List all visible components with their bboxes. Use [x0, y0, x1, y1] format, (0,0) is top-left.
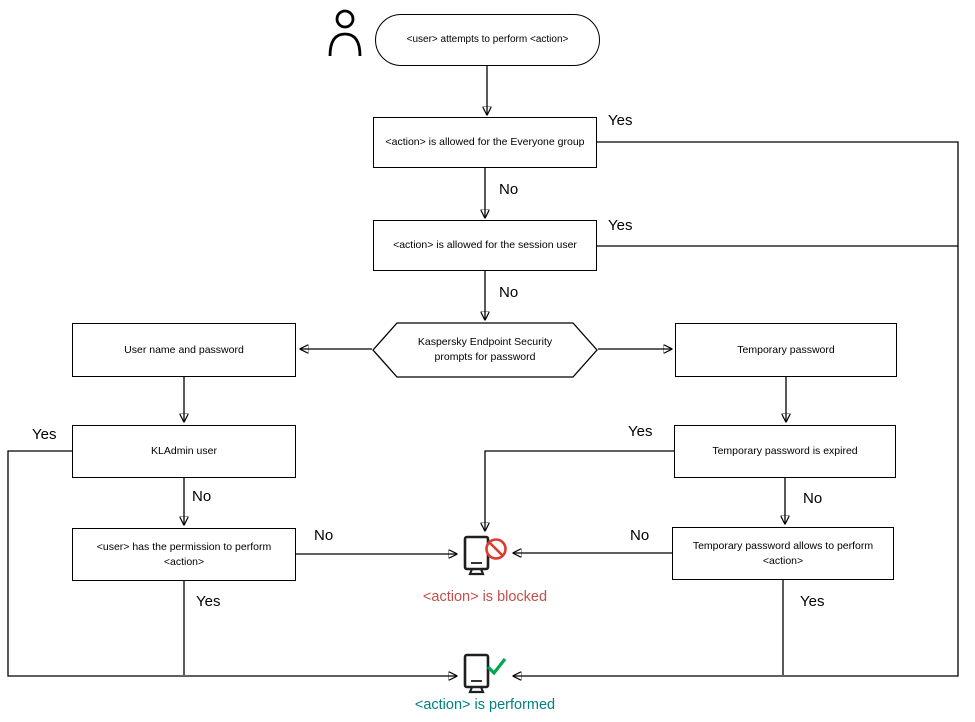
node-kes-prompt: Kaspersky Endpoint Security prompts for … — [372, 322, 598, 378]
node-everyone-group-label: <action> is allowed for the Everyone gro… — [385, 136, 585, 149]
edge-label-kladmin-yes: Yes — [32, 426, 57, 443]
node-everyone-group: <action> is allowed for the Everyone gro… — [373, 117, 597, 168]
action-performed-label: <action> is performed — [414, 697, 556, 713]
edge-label-expired-no: No — [803, 490, 823, 507]
edge-expired-yes-blocked — [485, 450, 674, 530]
edge-label-session-yes: Yes — [608, 217, 633, 234]
node-user-has-permission-label: <user> has the permission to perform <ac… — [96, 540, 272, 568]
hexagon-shape — [372, 322, 598, 378]
node-session-user: <action> is allowed for the session user — [373, 220, 597, 271]
action-blocked-label: <action> is blocked — [422, 589, 548, 605]
node-start: <user> attempts to perform <action> — [375, 14, 600, 66]
computer-blocked-icon — [461, 535, 509, 577]
edge-label-everyone-no: No — [499, 181, 519, 198]
node-username-password: User name and password — [72, 323, 296, 377]
edge-label-session-no: No — [499, 284, 519, 301]
node-temporary-password-label: Temporary password — [737, 343, 835, 356]
node-temp-password-expired: Temporary password is expired — [674, 425, 896, 478]
edge-label-permission-no: No — [314, 527, 334, 544]
edge-label-allows-yes: Yes — [800, 593, 825, 610]
node-username-password-label: User name and password — [124, 343, 244, 356]
node-temp-password-allows-label: Temporary password allows to perform <ac… — [692, 539, 874, 567]
node-temp-password-allows: Temporary password allows to perform <ac… — [672, 527, 894, 580]
person-icon — [326, 8, 364, 58]
edge-label-everyone-yes: Yes — [608, 112, 633, 129]
edge-label-permission-yes: Yes — [196, 593, 221, 610]
edge-label-kladmin-no: No — [192, 488, 212, 505]
node-temp-password-expired-label: Temporary password is expired — [712, 445, 858, 458]
node-session-user-label: <action> is allowed for the session user — [393, 239, 577, 252]
edge-label-allows-no: No — [630, 527, 650, 544]
computer-check-icon — [461, 653, 509, 695]
node-kes-prompt-label: Kaspersky Endpoint Security prompts for … — [417, 336, 553, 363]
node-temporary-password: Temporary password — [675, 323, 897, 377]
node-kladmin-user-label: KLAdmin user — [151, 445, 217, 458]
node-start-label: <user> attempts to perform <action> — [406, 34, 569, 45]
edge-label-expired-yes: Yes — [628, 423, 653, 440]
node-user-has-permission: <user> has the permission to perform <ac… — [72, 528, 296, 581]
node-kladmin-user: KLAdmin user — [72, 425, 296, 478]
